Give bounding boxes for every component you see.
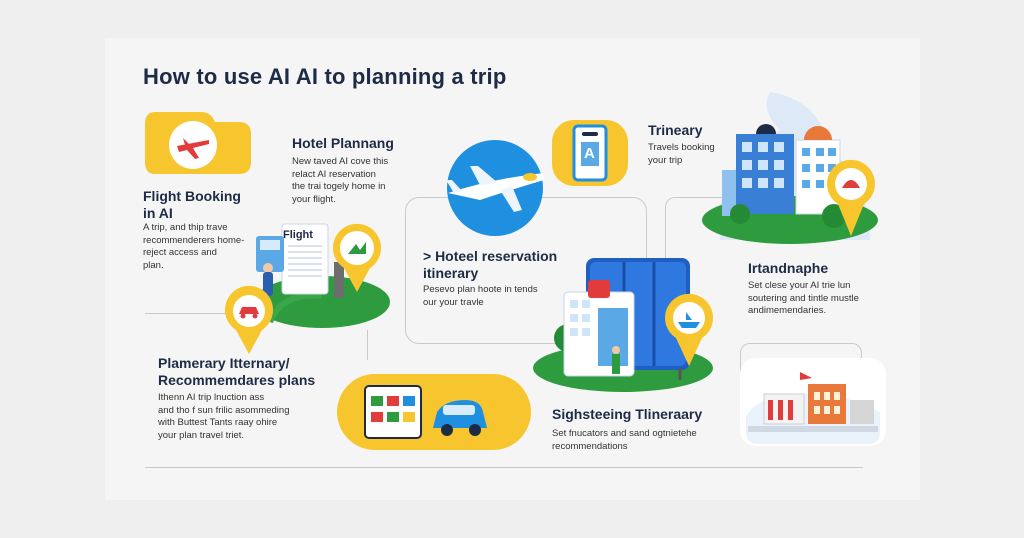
flight-booking-heading: Flight Booking in AI (143, 188, 241, 221)
boarding-pass-letter: A (584, 145, 595, 162)
pin-hotel-icon (827, 159, 875, 236)
trinerary-heading: Trineary (648, 122, 703, 138)
sightseeing-heading: Sighsteeing Tlineraary (552, 406, 703, 422)
plans-heading: Plamerary Itternary/ Recommemdares plans (158, 355, 316, 388)
pin-car-icon (225, 285, 273, 354)
hotel-planning-body: New taved AI cove this relact AI reserva… (292, 156, 389, 205)
plans-body: Ithenn AI trip lnuction ass and tho f su… (158, 392, 290, 441)
flight-card-label: Flight (283, 229, 313, 241)
landmarks-body: Set clese your AI trie lun soutering and… (748, 280, 859, 316)
flight-booking-body: A trip, and thip trave recommenderers ho… (143, 222, 245, 271)
airplane-globe-icon (446, 140, 544, 236)
boarding-pass-badge-icon (552, 120, 628, 186)
pin-green-icon (333, 223, 381, 292)
tablet-car-badge-icon (337, 374, 531, 450)
trinerary-body: Travels booking your trip (648, 142, 715, 166)
hotel-reservation-heading: > Hoteel reservation itinerary (423, 248, 558, 281)
pin-boat-icon (665, 293, 713, 366)
page-title: How to use AI AI to planning a trip (143, 64, 507, 89)
landmark-building-illustration (740, 358, 886, 446)
sightseeing-body: Set fnucators and sand ogtnietehe recomm… (552, 428, 697, 452)
connector-line (145, 467, 863, 468)
hotel-reservation-body: Pesevo plan hoote in tends our your trav… (423, 284, 538, 308)
landmarks-heading: Irtandnaphe (748, 260, 829, 276)
luggage-illustration (533, 258, 713, 392)
airplane-badge-icon (145, 112, 251, 174)
hotel-buildings-illustration (702, 92, 878, 244)
connector-line (665, 197, 726, 258)
hotel-planning-heading: Hotel Plannang (292, 135, 394, 151)
connector-line (367, 330, 368, 360)
